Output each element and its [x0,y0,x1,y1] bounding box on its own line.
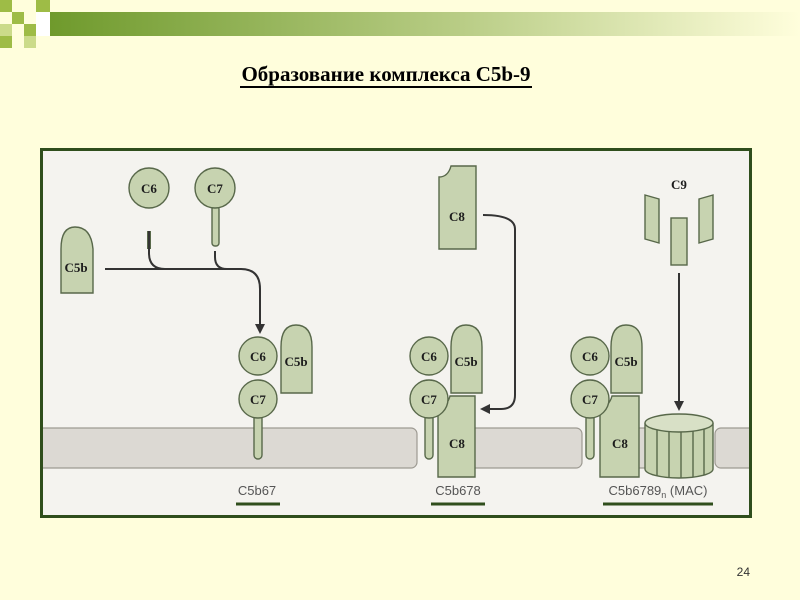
label-free-c9: C9 [671,177,687,192]
complex-mac [570,324,643,478]
label-complex-3-c5b: C5b [614,354,637,369]
free-c7-protein [194,167,236,247]
caption-complex-2: C5b678 [435,483,481,498]
cell-membrane [43,427,749,469]
label-complex-2-c5b: C5b [454,354,477,369]
label-free-c6: C6 [141,181,157,196]
label-complex-1-c6: C6 [250,349,266,364]
free-c9-protein [644,194,714,266]
caption-complex-1: C5b67 [238,483,276,498]
label-complex-3-c6: C6 [582,349,598,364]
page-number: 24 [736,565,750,579]
label-complex-1-c7: C7 [250,392,266,407]
caption-complex-3-suffix: (MAC) [666,483,707,498]
label-free-c7: C7 [207,181,223,196]
top-decoration-bar [0,0,800,48]
free-c5b-protein [60,226,94,294]
complex-c5b678 [409,324,483,478]
membrane-segment [714,427,749,469]
label-complex-2-c7: C7 [421,392,437,407]
arrow-c8-to-complex-2 [480,214,516,414]
arrow-to-complex-1 [105,268,265,334]
free-c8-protein [438,165,477,250]
label-complex-3-c7: C7 [582,392,598,407]
complex-c5b67 [238,324,313,460]
complement-diagram: C6 C7 C5b C8 C9 C6 C5b C7 C6 C5b C7 C8 C… [40,148,752,518]
label-free-c8: C8 [449,209,465,224]
membrane-segment [43,427,418,469]
label-complex-3-c8: C8 [612,436,628,451]
slide-title: Образование комплекса C5b-9 [240,62,532,88]
caption-complex-3-main: C5b6789 [609,483,662,498]
caption-complex-3-subscript: n [661,490,666,500]
label-complex-2-c6: C6 [421,349,437,364]
label-complex-2-c8: C8 [449,436,465,451]
label-complex-1-c5b: C5b [284,354,307,369]
mac-pore [644,413,714,479]
caption-complex-3: C5b6789n (MAC) [609,483,708,500]
label-free-c5b: C5b [64,260,87,275]
assembly-arrows [105,214,684,414]
